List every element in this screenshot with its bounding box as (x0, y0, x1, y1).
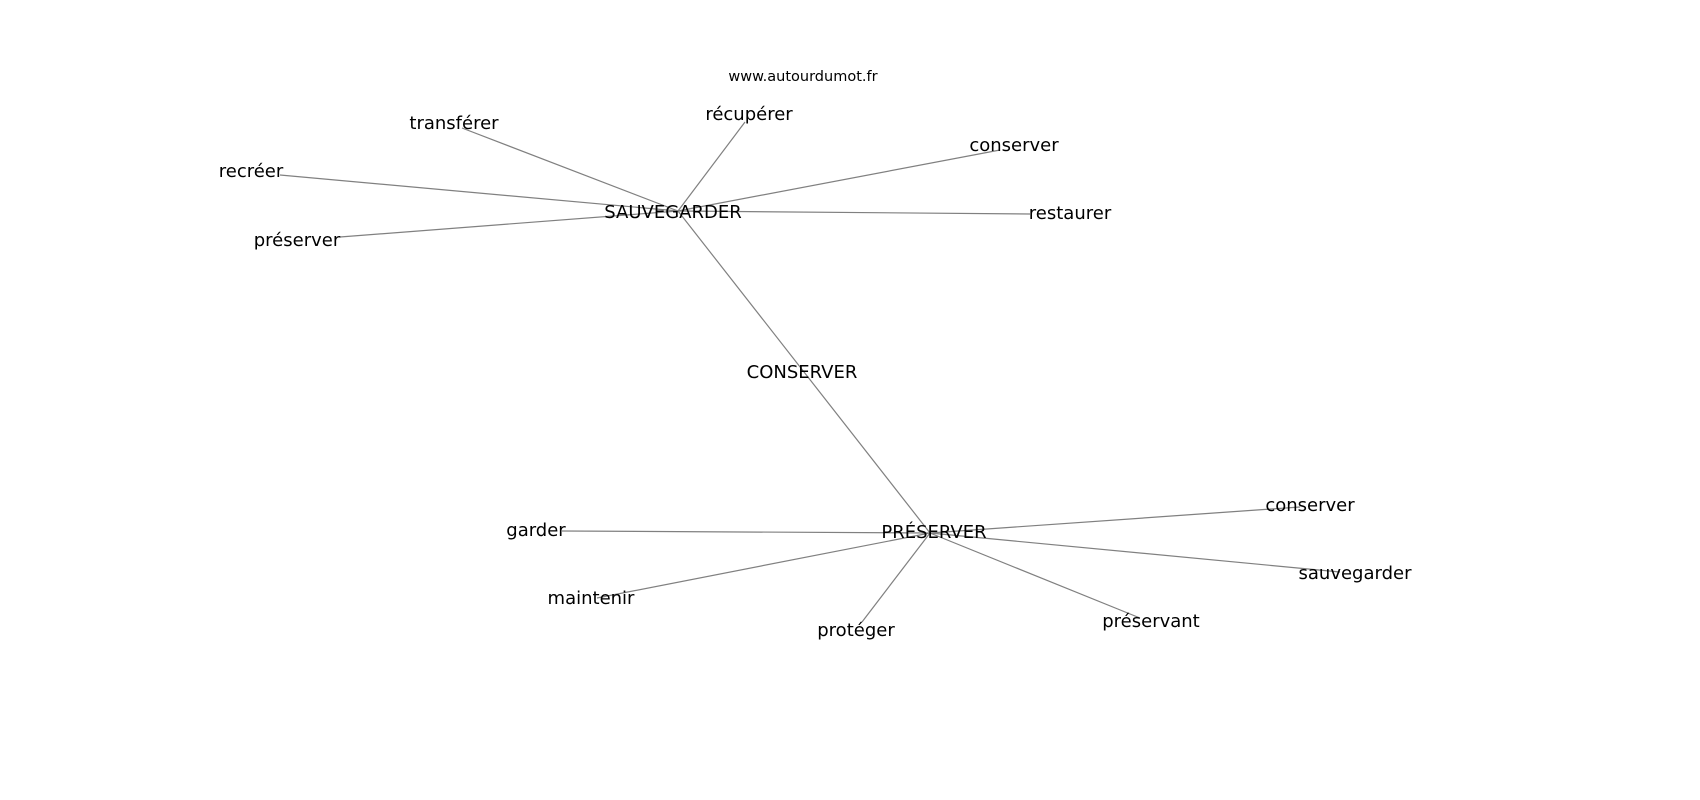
neighbor-node-label: conserver (969, 135, 1059, 156)
edge (929, 506, 1301, 534)
edge (929, 532, 1341, 573)
neighbor-node-label: transférer (409, 113, 499, 134)
edge (561, 530, 931, 534)
nodes: SAUVEGARDER transférer récupérer conserver r… (219, 104, 1412, 641)
edge (929, 532, 1141, 619)
edge (461, 127, 679, 212)
edge (677, 210, 1031, 215)
neighbor-node-label: protéger (817, 620, 895, 641)
neighbor-node-label: préserver (254, 230, 341, 251)
neighbor-node-label: garder (506, 520, 566, 541)
center-node-label: CONSERVER (747, 362, 858, 383)
edge (596, 532, 931, 599)
edge (861, 532, 931, 623)
site-title: www.autourdumot.fr (728, 69, 877, 85)
hub-node-label: PRÉSERVER (881, 521, 986, 543)
edge-sauvegarder-preserver (677, 210, 931, 534)
edge (279, 174, 679, 212)
neighbor-node-label: restaurer (1029, 203, 1112, 224)
edge (677, 149, 1001, 212)
neighbor-node-label: récupérer (705, 104, 793, 125)
edge (677, 121, 746, 212)
edge (339, 210, 679, 238)
neighbor-node-label: sauvegarder (1299, 563, 1413, 584)
edges (279, 121, 1341, 623)
neighbor-node-label: préservant (1102, 611, 1200, 632)
neighbor-node-label: conserver (1265, 495, 1355, 516)
neighbor-node-label: maintenir (548, 588, 636, 609)
neighbor-node-label: recréer (219, 161, 284, 182)
hub-node-label: SAUVEGARDER (604, 202, 741, 223)
